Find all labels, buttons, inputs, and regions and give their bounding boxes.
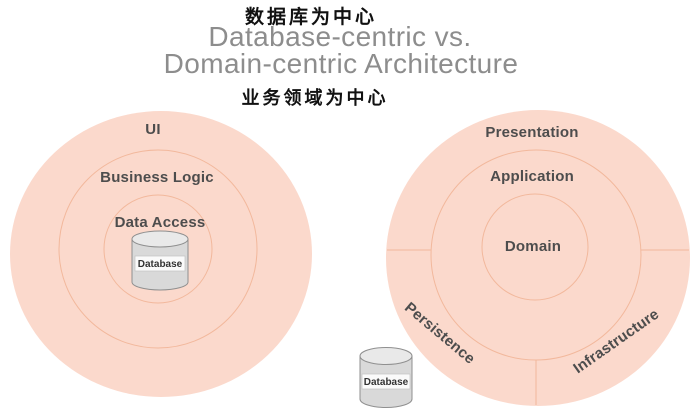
cylinder-top <box>131 230 189 248</box>
right-layer-application-label: Application <box>490 168 574 185</box>
external-database-label: Database <box>364 377 409 388</box>
database-centric-diagram: UI Business Logic Data Access Database <box>10 111 312 397</box>
database-label-box <box>361 373 411 390</box>
cylinder-top <box>359 347 413 365</box>
annotation-database-centric: 数据库为中心 <box>245 5 377 28</box>
domain-centric-diagram: Presentation Application Domain Persiste… <box>386 110 690 406</box>
database-label-box <box>134 255 186 272</box>
external-database-cylinder-icon: Database <box>359 347 413 408</box>
annotation-domain-centric: 业务领域为中心 <box>242 87 389 108</box>
left-database-label: Database <box>138 259 183 270</box>
page-title-line1: Database-centric vs. <box>208 21 471 52</box>
left-layer-data-access-label: Data Access <box>115 214 206 231</box>
left-inner-ring <box>103 194 213 304</box>
left-middle-ring <box>58 149 258 349</box>
right-inner-ring <box>481 193 589 301</box>
right-layer-domain-label: Domain <box>505 238 561 255</box>
right-layer-presentation-label: Presentation <box>485 124 578 141</box>
left-layer-business-logic-label: Business Logic <box>100 169 214 186</box>
database-cylinder-icon: Database <box>131 230 189 291</box>
left-layer-ui-label: UI <box>145 121 160 138</box>
page-title-line2: Domain-centric Architecture <box>164 48 519 79</box>
right-outer-circle <box>386 110 690 406</box>
